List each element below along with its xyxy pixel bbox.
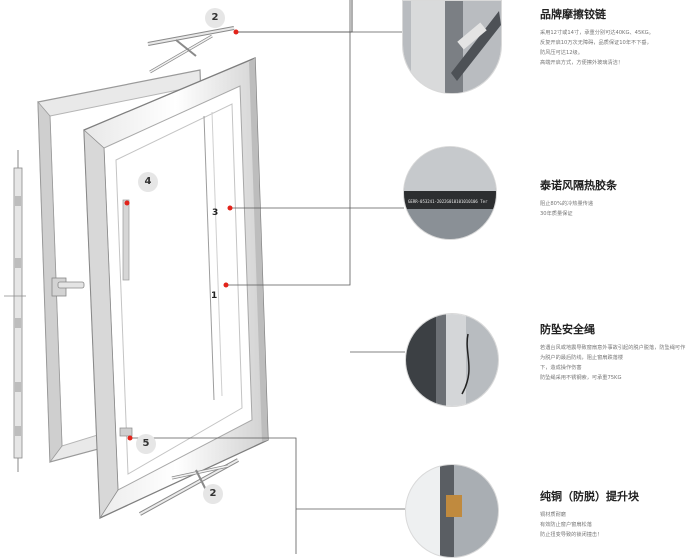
lift-block-illustration <box>119 427 133 437</box>
gasket-print-text: GERR-053241-2022G010101010106 Ter <box>408 199 488 204</box>
feature-safety-rope: 防坠安全绳 若遇台风或地震导致窗扇意外事故引起的脱户脱落，防坠绳可作为脱户的最后… <box>540 323 686 383</box>
feature-line: 高端开启方式，方便擦外玻璃清洁！ <box>540 60 624 66</box>
red-markers <box>124 29 239 441</box>
callout-hinge-top: 2 <box>205 8 225 28</box>
callout-handle: 4 <box>138 172 158 192</box>
feature-title: 品牌摩擦铰链 <box>540 8 606 21</box>
callout-frame-right: 3 <box>212 208 219 218</box>
opened-sash <box>83 57 269 520</box>
feature-line: 铜材质耐磨 <box>540 512 566 518</box>
feature-line: 若遇台风或地震导致窗扇意外事故引起的脱户脱落，防坠绳可作为脱户的最后防线，阻止窗… <box>540 345 686 361</box>
safety-rope-detail-photo <box>405 313 499 407</box>
feature-hinge: 品牌摩擦铰链 采用12寸或14寸，承重分别可达40KG、45KG。 反复开启10… <box>540 8 686 68</box>
handle-illustration <box>51 277 85 297</box>
feature-title: 泰诺风隔热胶条 <box>540 179 617 192</box>
feature-title: 纯铜（防脱）提升块 <box>540 490 639 503</box>
feature-lift-block: 纯铜（防脱）提升块 铜材质耐磨 有效防止窗户窗扇松落 防止扭变导致的锁闭撞击！ <box>540 490 686 540</box>
feature-line: 防坠绳采用不锈钢索，可承重75KG <box>540 375 622 381</box>
feature-line: 有效防止窗户窗扇松落 <box>540 522 592 528</box>
feature-line: 防风压可达12级。 <box>540 50 583 56</box>
top-hinge-illustration <box>147 26 235 74</box>
callout-bottom-block: 5 <box>136 434 156 454</box>
feature-line: 下，造成操作伤害 <box>540 365 582 371</box>
feature-line: 防止扭变导致的锁闭撞击！ <box>540 532 603 538</box>
gasket-detail-photo: GERR-053241-2022G010101010106 Ter <box>403 146 497 240</box>
leader-lines <box>130 0 405 554</box>
lock-bar <box>4 150 26 472</box>
callout-hinge-bottom: 2 <box>203 484 223 504</box>
safety-rope-illustration <box>122 199 130 281</box>
callout-sash-right: 1 <box>211 291 218 301</box>
lift-block-detail-photo <box>405 464 499 558</box>
feature-line: 30年质量保证 <box>540 211 573 217</box>
feature-line: 阻止80%的冷热量传递 <box>540 201 594 207</box>
feature-title: 防坠安全绳 <box>540 323 595 336</box>
feature-line: 采用12寸或14寸，承重分别可达40KG、45KG。 <box>540 30 654 36</box>
feature-gasket: 泰诺风隔热胶条 阻止80%的冷热量传递 30年质量保证 <box>540 179 686 219</box>
feature-line: 反复开启10万次无障碍，品质保证10年不下垂， <box>540 40 652 46</box>
hinge-detail-photo <box>402 0 502 94</box>
